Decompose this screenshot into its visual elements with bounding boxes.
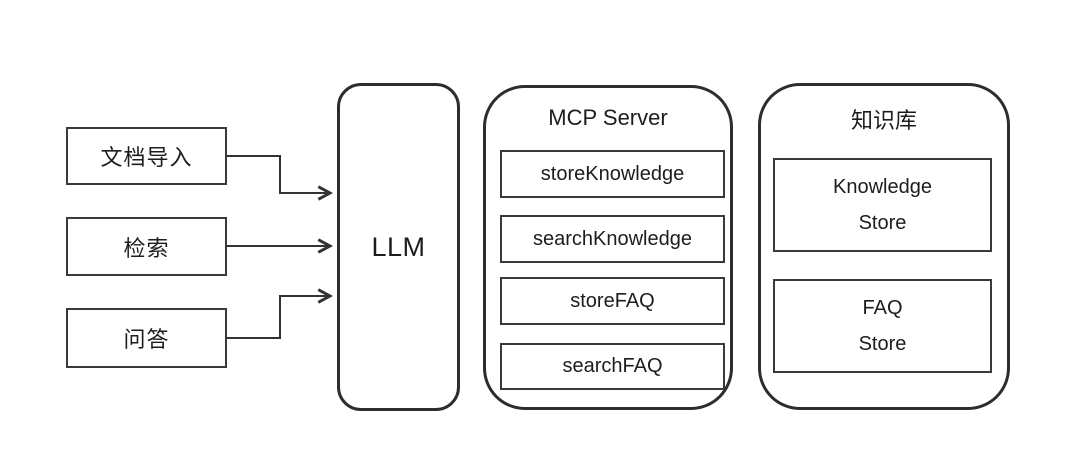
node-retrieval: 检索 — [66, 217, 227, 276]
node-knowledge-store: Knowledge Store — [773, 158, 992, 252]
node-retrieval-label: 检索 — [123, 235, 170, 261]
node-faq-store-line1: FAQ — [862, 297, 903, 319]
node-faq-store: FAQ Store — [773, 279, 992, 373]
node-search-faq-label: searchFAQ — [562, 355, 663, 377]
node-store-knowledge-label: storeKnowledge — [540, 162, 685, 185]
node-search-knowledge: searchKnowledge — [500, 215, 725, 263]
node-llm: LLM — [337, 83, 460, 411]
mcp-server-title: MCP Server — [548, 105, 668, 130]
arrow-doc-import-to-llm — [227, 155, 334, 201]
node-qa: 问答 — [66, 308, 227, 368]
node-qa-label: 问答 — [123, 327, 170, 352]
node-search-faq: searchFAQ — [500, 343, 725, 390]
node-store-faq: storeFAQ — [500, 277, 725, 325]
node-store-knowledge: storeKnowledge — [500, 150, 725, 198]
node-store-faq-label: storeFAQ — [570, 289, 655, 312]
node-document-import-label: 文档导入 — [100, 145, 193, 170]
node-document-import: 文档导入 — [66, 127, 227, 185]
node-llm-label: LLM — [371, 231, 426, 262]
node-faq-store-line2: Store — [858, 333, 907, 355]
knowledge-base-title: 知识库 — [850, 108, 917, 133]
node-knowledge-store-line1: Knowledge — [833, 176, 932, 198]
node-search-knowledge-label: searchKnowledge — [533, 227, 692, 250]
arrow-qa-to-llm — [227, 288, 334, 339]
node-knowledge-store-line2: Store — [858, 212, 907, 234]
